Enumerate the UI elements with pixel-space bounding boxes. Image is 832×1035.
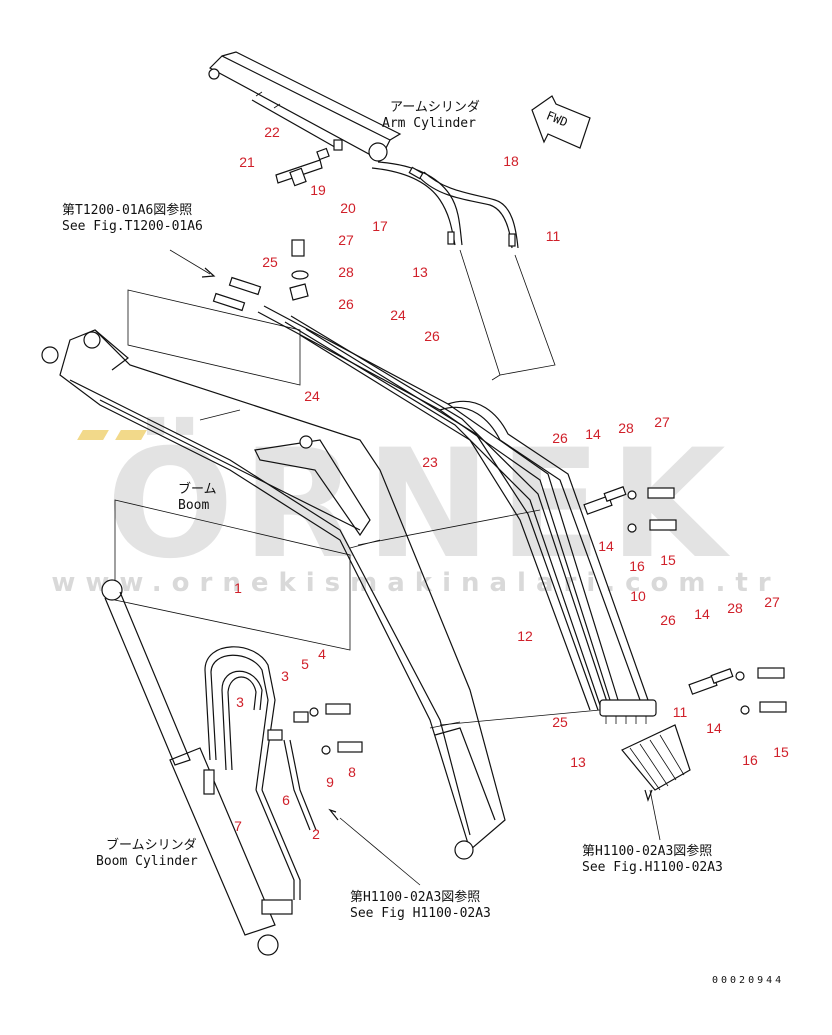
part-number: 27 bbox=[654, 414, 670, 430]
boom-drawing bbox=[41, 329, 506, 860]
part-number: 15 bbox=[773, 744, 789, 760]
arm-drawing bbox=[208, 51, 402, 162]
part-number: 27 bbox=[338, 232, 354, 248]
boom-hoses bbox=[257, 305, 657, 724]
boom-cylinder-hoses bbox=[204, 646, 363, 900]
watermark-url: www.ornekismakinalari.com.tr bbox=[51, 568, 781, 598]
part-number: 3 bbox=[281, 668, 289, 684]
part-number: 15 bbox=[660, 552, 676, 568]
arm-clamp-bolt bbox=[275, 139, 343, 187]
boom-label-jp: ブーム bbox=[178, 482, 217, 497]
part-number: 25 bbox=[552, 714, 568, 730]
part-number: 10 bbox=[630, 588, 646, 604]
part-number: 14 bbox=[706, 720, 722, 736]
ref-t1200-label-jp: 第T1200-01A6図参照 bbox=[62, 203, 193, 218]
boom-callout-lines bbox=[114, 499, 601, 726]
part-number: 11 bbox=[545, 228, 561, 244]
arm-hoses bbox=[371, 161, 519, 249]
ref-t1200-label-en: See Fig.T1200-01A6 bbox=[62, 219, 203, 234]
boom-cylinder-label-en: Boom Cylinder bbox=[96, 854, 198, 869]
part-number: 8 bbox=[348, 764, 356, 780]
part-number: 14 bbox=[585, 426, 601, 442]
part-number: 6 bbox=[282, 792, 290, 808]
part-number: 23 bbox=[422, 454, 438, 470]
reference-arrows bbox=[169, 249, 661, 886]
part-number: 28 bbox=[727, 600, 743, 616]
part-number: 25 bbox=[262, 254, 278, 270]
part-number: 19 bbox=[310, 182, 326, 198]
boom-label-en: Boom bbox=[178, 498, 210, 513]
part-number: 26 bbox=[338, 296, 354, 312]
upper-fittings bbox=[212, 239, 309, 312]
part-number: 13 bbox=[570, 754, 586, 770]
part-number: 11 bbox=[672, 704, 688, 720]
part-number: 12 bbox=[517, 628, 533, 644]
part-number: 22 bbox=[264, 124, 280, 140]
ref-h1100-label-a-en: See Fig H1100-02A3 bbox=[350, 906, 491, 921]
part-number: 5 bbox=[301, 656, 309, 672]
part-number: 21 bbox=[239, 154, 255, 170]
part-number: 2 bbox=[312, 826, 320, 842]
fwd-arrow bbox=[531, 95, 591, 149]
arm-cylinder-label-en: Arm Cylinder bbox=[382, 116, 476, 131]
part-number: 14 bbox=[598, 538, 614, 554]
part-number: 26 bbox=[660, 612, 676, 628]
part-number: 14 bbox=[694, 606, 710, 622]
part-number: 27 bbox=[764, 594, 780, 610]
part-number: 24 bbox=[304, 388, 320, 404]
part-number: 20 bbox=[340, 200, 356, 216]
part-number: 28 bbox=[618, 420, 634, 436]
part-number: 26 bbox=[552, 430, 568, 446]
part-number: 16 bbox=[742, 752, 758, 768]
ref-h1100-label-a-jp: 第H1100-02A3図参照 bbox=[350, 890, 481, 905]
part-number: 18 bbox=[503, 153, 519, 169]
part-number: 24 bbox=[390, 307, 406, 323]
part-number: 16 bbox=[629, 558, 645, 574]
part-number: 1 bbox=[234, 580, 242, 596]
ref-h1100-label-b-en: See Fig.H1100-02A3 bbox=[582, 860, 723, 875]
right-fittings bbox=[583, 486, 787, 802]
part-number: 3 bbox=[236, 694, 244, 710]
part-number: 4 bbox=[318, 646, 326, 662]
part-number: 28 bbox=[338, 264, 354, 280]
part-number: 13 bbox=[412, 264, 428, 280]
ref-h1100-label-b-jp: 第H1100-02A3図参照 bbox=[582, 844, 713, 859]
upper-callout-lines bbox=[127, 249, 556, 386]
boom-cylinder-drawing bbox=[101, 579, 293, 956]
part-number: 9 bbox=[326, 774, 334, 790]
boom-cylinder-label-jp: ブームシリンダ bbox=[106, 838, 197, 853]
arm-cylinder-label-jp: アームシリンダ bbox=[390, 100, 480, 115]
part-number: 26 bbox=[424, 328, 440, 344]
part-number: 17 bbox=[372, 218, 388, 234]
document-id: 00020944 bbox=[712, 975, 785, 986]
part-number: 7 bbox=[234, 818, 242, 834]
